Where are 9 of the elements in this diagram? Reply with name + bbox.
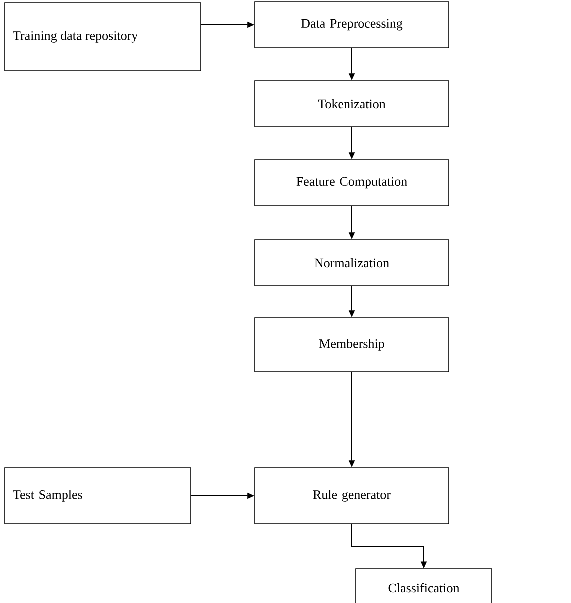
process-box: Test Samples [4, 468, 192, 524]
process-box: Training data repository [4, 2, 202, 72]
process-box: Feature Computation [254, 160, 450, 206]
process-box: Normalization [254, 240, 450, 286]
process-box: Classification [356, 568, 492, 603]
process-box: Rule generator [254, 468, 450, 524]
process-box: Data Preprocessing [254, 2, 450, 48]
process-box: Tokenization [254, 80, 450, 128]
process-box: Membership [254, 318, 450, 372]
